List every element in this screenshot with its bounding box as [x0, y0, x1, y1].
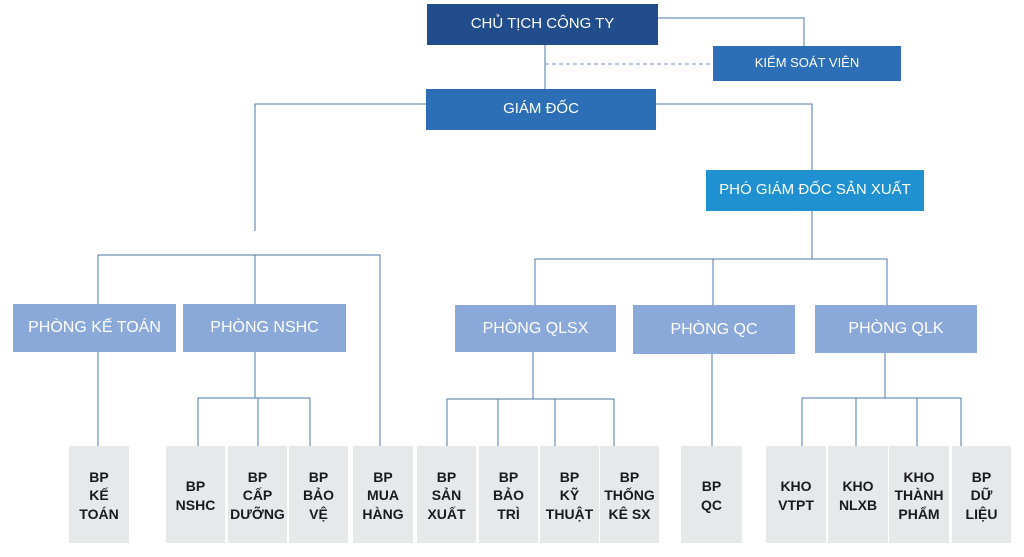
deputy-director-box: PHÓ GIÁM ĐỐC SẢN XUẤT: [706, 170, 924, 211]
chairman-box: CHỦ TỊCH CÔNG TY: [427, 4, 658, 45]
dept-qlk: PHÒNG QLK: [815, 305, 977, 353]
dept-qlsx: PHÒNG QLSX: [455, 305, 616, 352]
unit-bp-mua-hang: BP MUA HÀNG: [353, 446, 413, 543]
unit-bp-ke-toan: BP KẾ TOÁN: [69, 446, 129, 543]
unit-bp-cap-duong: BP CẤP DƯỠNG: [228, 446, 287, 543]
unit-bp-ky-thuat: BP KỸ THUẬT: [540, 446, 599, 543]
unit-bp-qc: BP QC: [681, 446, 742, 543]
unit-bp-nshc: BP NSHC: [166, 446, 225, 543]
unit-bp-du-lieu: BP DỮ LIỆU: [952, 446, 1011, 543]
director-box: GIÁM ĐỐC: [426, 89, 656, 130]
supervisor-box: KIỂM SOÁT VIÊN: [713, 46, 901, 81]
unit-bp-bao-tri: BP BẢO TRÌ: [479, 446, 538, 543]
unit-bp-thong-ke-sx: BP THỐNG KÊ SX: [600, 446, 659, 543]
unit-bp-san-xuat: BP SẢN XUẤT: [417, 446, 476, 543]
dept-nshc: PHÒNG NSHC: [183, 304, 346, 352]
unit-kho-nlxb: KHO NLXB: [828, 446, 888, 543]
dept-accounting: PHÒNG KẾ TOÁN: [13, 304, 176, 352]
unit-bp-bao-ve: BP BẢO VỆ: [289, 446, 348, 543]
dept-qc: PHÒNG QC: [633, 305, 795, 354]
unit-kho-thanh-pham: KHO THÀNH PHẨM: [889, 446, 949, 543]
unit-kho-vtpt: KHO VTPT: [766, 446, 826, 543]
